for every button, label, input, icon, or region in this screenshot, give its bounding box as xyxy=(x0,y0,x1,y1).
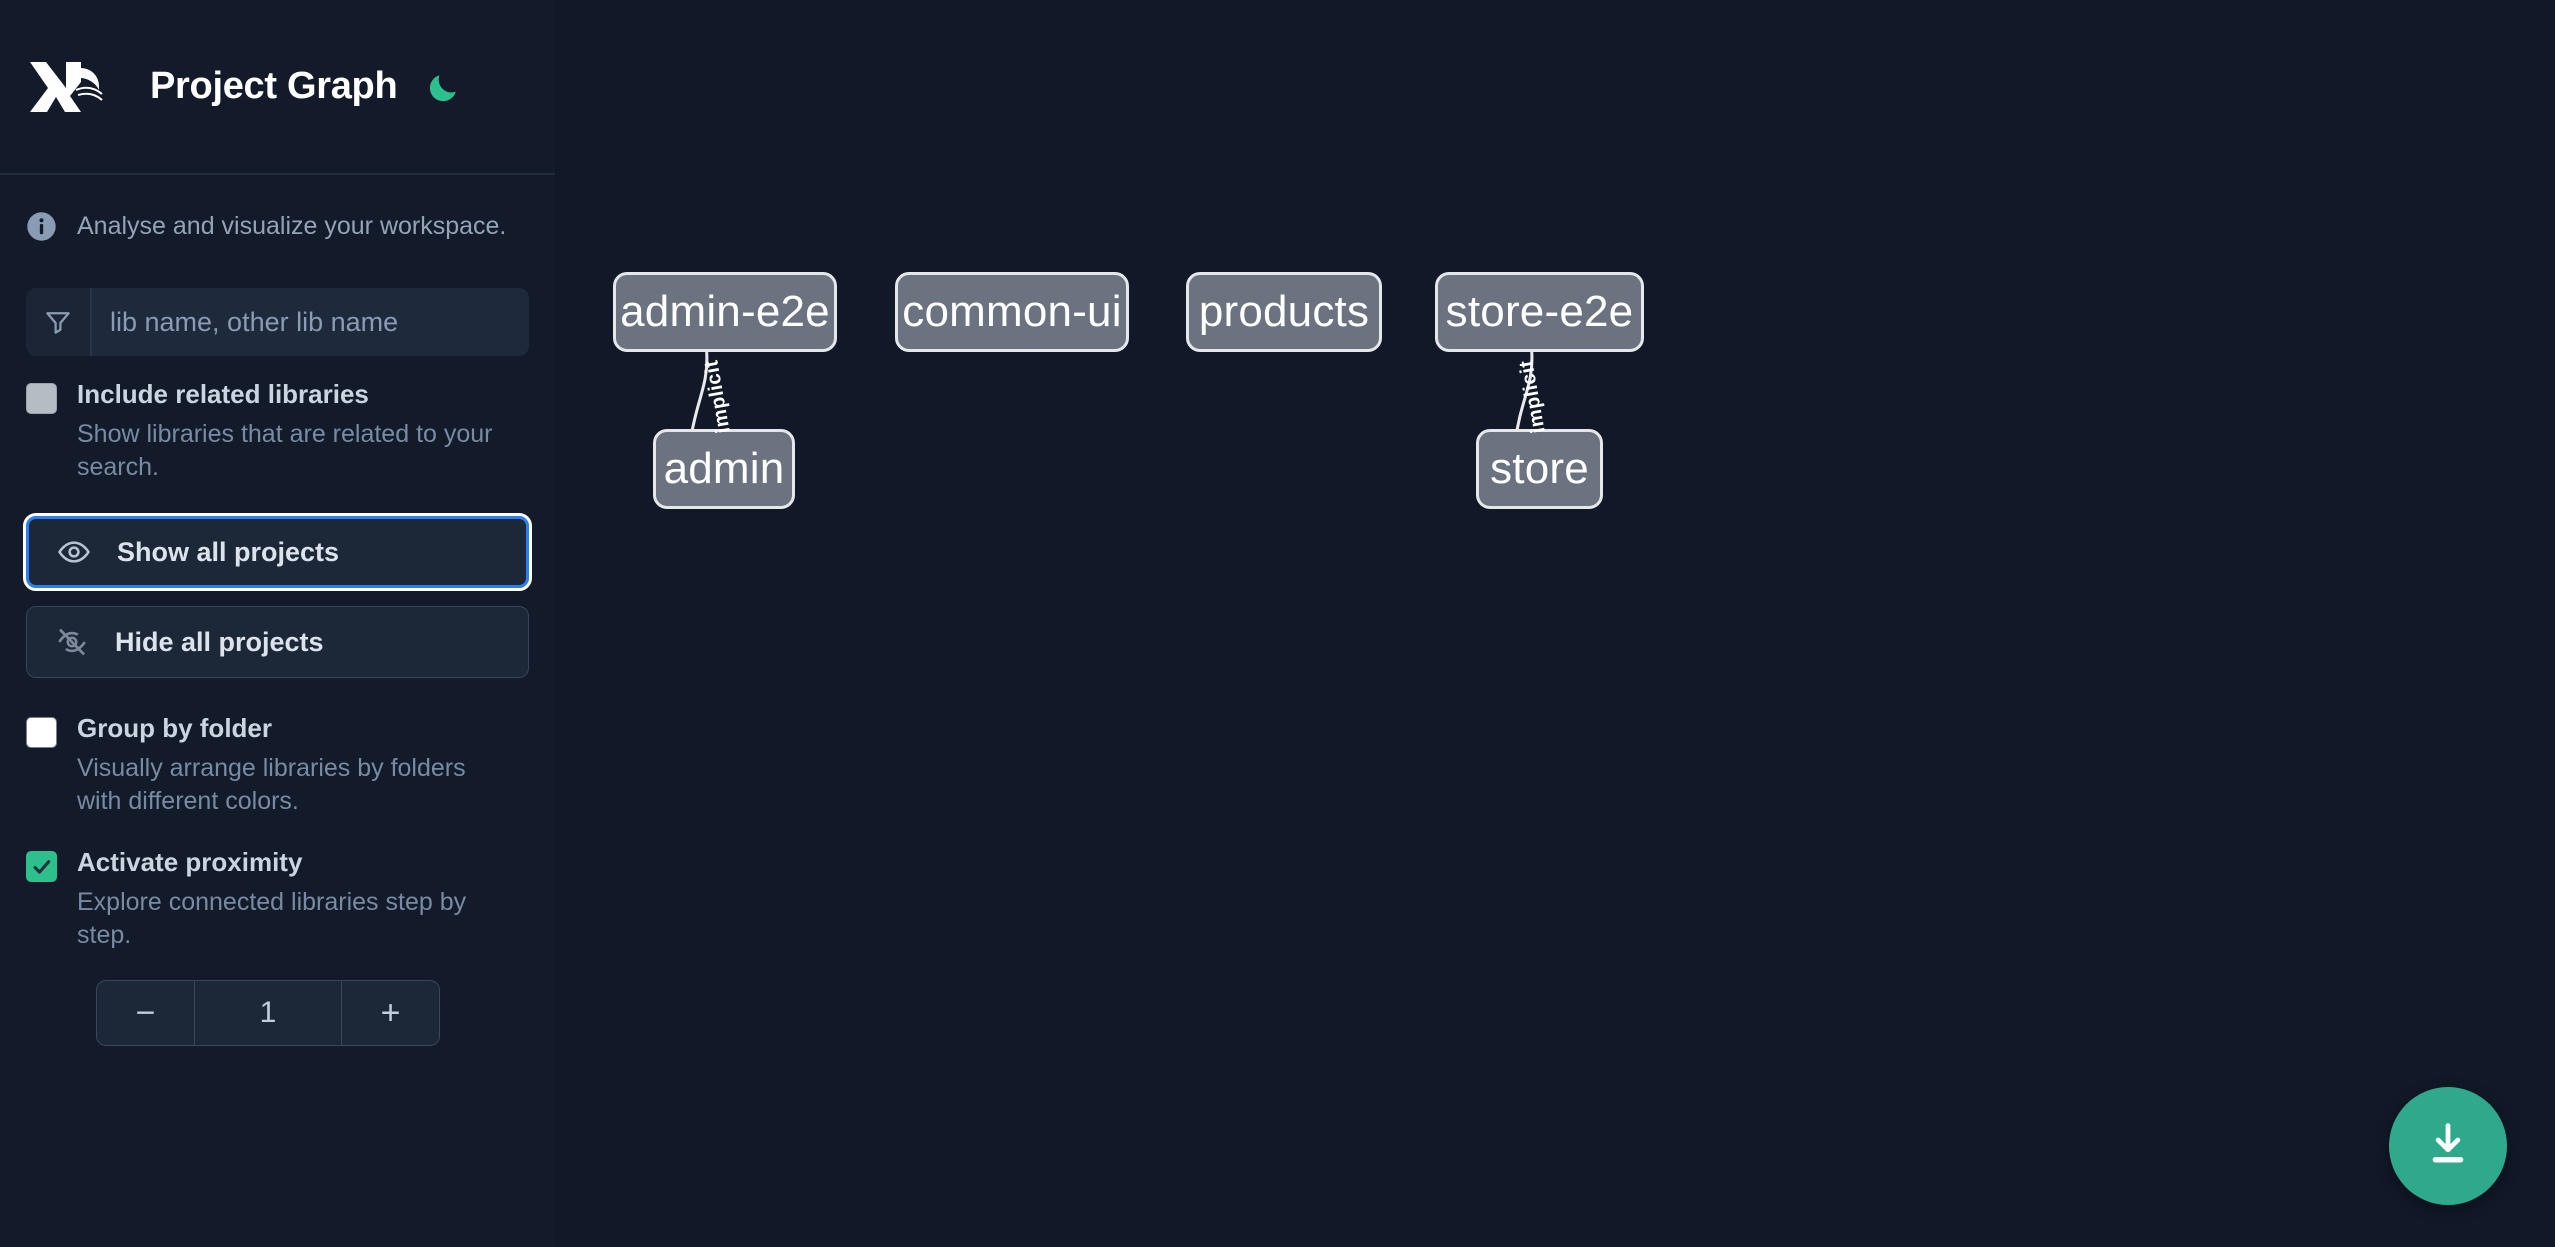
filter-box[interactable] xyxy=(26,288,529,356)
show-all-projects-button[interactable]: Show all projects xyxy=(23,513,532,591)
stepper-increment-button[interactable]: + xyxy=(341,981,439,1045)
graph-edges xyxy=(680,351,1534,486)
eye-icon xyxy=(57,535,91,569)
download-graph-button[interactable] xyxy=(2389,1087,2507,1205)
sidebar: Project Graph Analyse and visualize your… xyxy=(0,0,555,1247)
funnel-icon[interactable] xyxy=(26,288,92,356)
option-group-by-folder: Group by folder Visually arrange librari… xyxy=(0,678,555,818)
graph-node-store-e2e[interactable]: store-e2e xyxy=(1435,272,1644,352)
proximity-stepper-wrap: − 1 + xyxy=(0,952,555,1046)
hide-all-projects-button[interactable]: Hide all projects xyxy=(26,606,529,678)
search-input[interactable] xyxy=(92,288,529,356)
tagline-text: Analyse and visualize your workspace. xyxy=(77,212,507,240)
download-icon xyxy=(2421,1117,2475,1176)
proximity-stepper: − 1 + xyxy=(96,980,440,1046)
tagline: Analyse and visualize your workspace. xyxy=(0,175,555,242)
page-title: Project Graph xyxy=(150,65,398,107)
stepper-decrement-button[interactable]: − xyxy=(97,981,195,1045)
graph-node-store[interactable]: store xyxy=(1476,429,1603,509)
moon-icon[interactable] xyxy=(423,67,463,107)
graph-node-common-ui[interactable]: common-ui xyxy=(895,272,1129,352)
eye-off-icon xyxy=(55,625,89,659)
include-related-description: Show libraries that are related to your … xyxy=(77,420,493,481)
include-related-checkbox[interactable] xyxy=(26,383,57,414)
activate-proximity-description: Explore connected libraries step by step… xyxy=(77,888,467,949)
option-include-related: Include related libraries Show libraries… xyxy=(0,356,555,484)
hide-all-projects-label: Hide all projects xyxy=(115,626,324,657)
edge-label-implicit-admin: implicit xyxy=(700,358,735,435)
graph-node-products[interactable]: products xyxy=(1186,272,1382,352)
graph-canvas[interactable]: admin-e2e common-ui products store-e2e a… xyxy=(555,0,2555,1247)
group-by-folder-checkbox[interactable] xyxy=(26,717,57,748)
group-by-folder-label: Group by folder xyxy=(77,713,272,743)
option-activate-proximity: Activate proximity Explore connected lib… xyxy=(0,818,555,952)
show-all-projects-label: Show all projects xyxy=(117,536,340,567)
activate-proximity-label: Activate proximity xyxy=(77,847,303,877)
filter-row xyxy=(0,242,555,356)
activate-proximity-checkbox[interactable] xyxy=(26,851,57,882)
sidebar-header: Project Graph xyxy=(0,0,555,175)
stepper-value: 1 xyxy=(195,981,341,1045)
graph-node-admin-e2e[interactable]: admin-e2e xyxy=(613,272,837,352)
edge-label-implicit-store: implicit xyxy=(1515,358,1550,435)
group-by-folder-description: Visually arrange libraries by folders wi… xyxy=(77,754,466,815)
nx-logo-icon xyxy=(26,56,114,118)
include-related-label: Include related libraries xyxy=(77,379,369,409)
info-icon xyxy=(26,211,57,242)
graph-node-admin[interactable]: admin xyxy=(653,429,795,509)
visibility-buttons: Show all projects Hide all projects xyxy=(0,484,555,678)
